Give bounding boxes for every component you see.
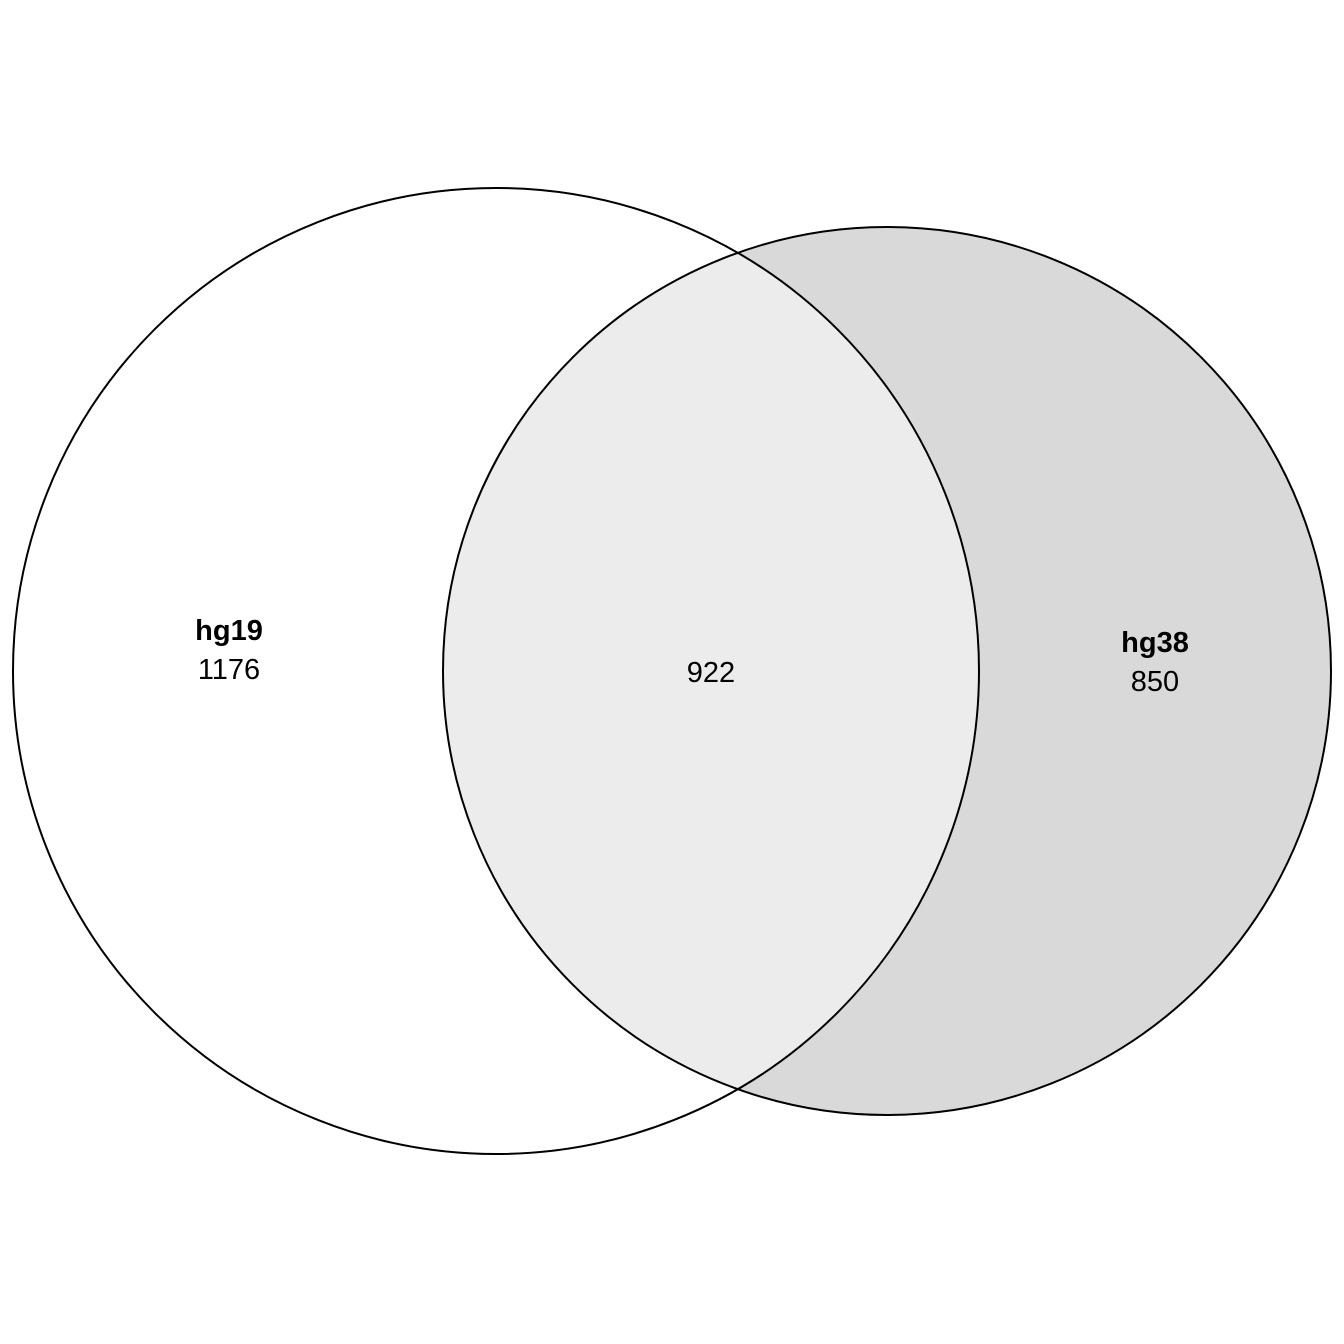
set-hg38-outline <box>442 226 1332 1116</box>
intersection-count: 922 <box>687 657 735 689</box>
set-hg19-count: 1176 <box>198 654 260 686</box>
intersection-fill <box>443 227 979 1115</box>
set-hg19-outline <box>12 187 980 1155</box>
set-hg38-count: 850 <box>1131 666 1179 698</box>
set-hg19-label: hg19 <box>195 615 263 647</box>
set-hg38-label: hg38 <box>1121 627 1189 659</box>
